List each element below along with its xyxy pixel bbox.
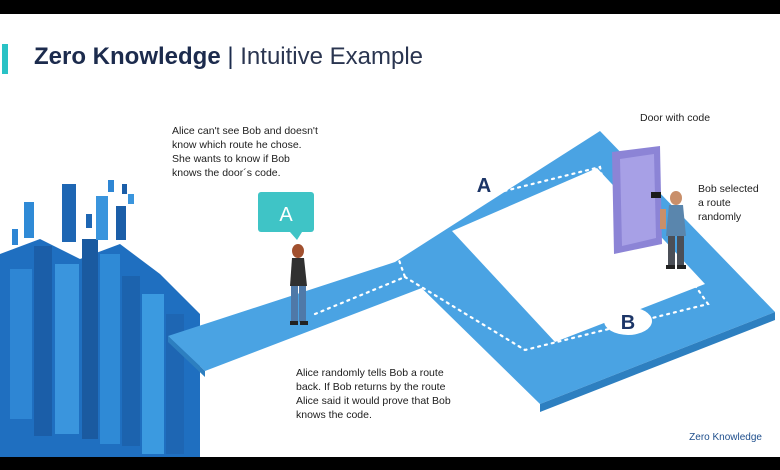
title-light: Intuitive Example xyxy=(240,43,424,70)
slide-title: Zero Knowledge | Intuitive Example xyxy=(34,43,423,71)
zero-knowledge-illustration: A B A xyxy=(0,131,775,457)
alice-figure xyxy=(290,244,308,325)
speech-a-text: A xyxy=(279,204,293,226)
route-a-text: A xyxy=(477,175,491,197)
slide: Zero Knowledge | Intuitive Example xyxy=(0,14,780,457)
alice-speech-bubble: A xyxy=(258,192,314,240)
brand-footer: Zero Knowledge xyxy=(689,432,762,443)
route-a-label: A xyxy=(460,170,508,198)
title-separator: | xyxy=(220,43,241,70)
bob-figure xyxy=(660,191,686,269)
note-bob-selected: Bob selected a route randomly xyxy=(698,183,759,223)
door-with-code xyxy=(612,146,662,254)
title-bold: Zero Knowledge xyxy=(34,43,221,70)
note-alice-cant-see: Alice can't see Bob and doesn't know whi… xyxy=(172,125,318,179)
title-accent-bar xyxy=(2,44,8,74)
note-door-with-code: Door with code xyxy=(640,112,711,124)
route-b-text: B xyxy=(621,312,635,334)
city-buildings-decoration xyxy=(0,180,200,457)
note-alice-tells: Alice randomly tells Bob a route back. I… xyxy=(296,367,451,421)
dotted-route-lines xyxy=(313,165,710,352)
route-b-label: B xyxy=(604,307,652,335)
